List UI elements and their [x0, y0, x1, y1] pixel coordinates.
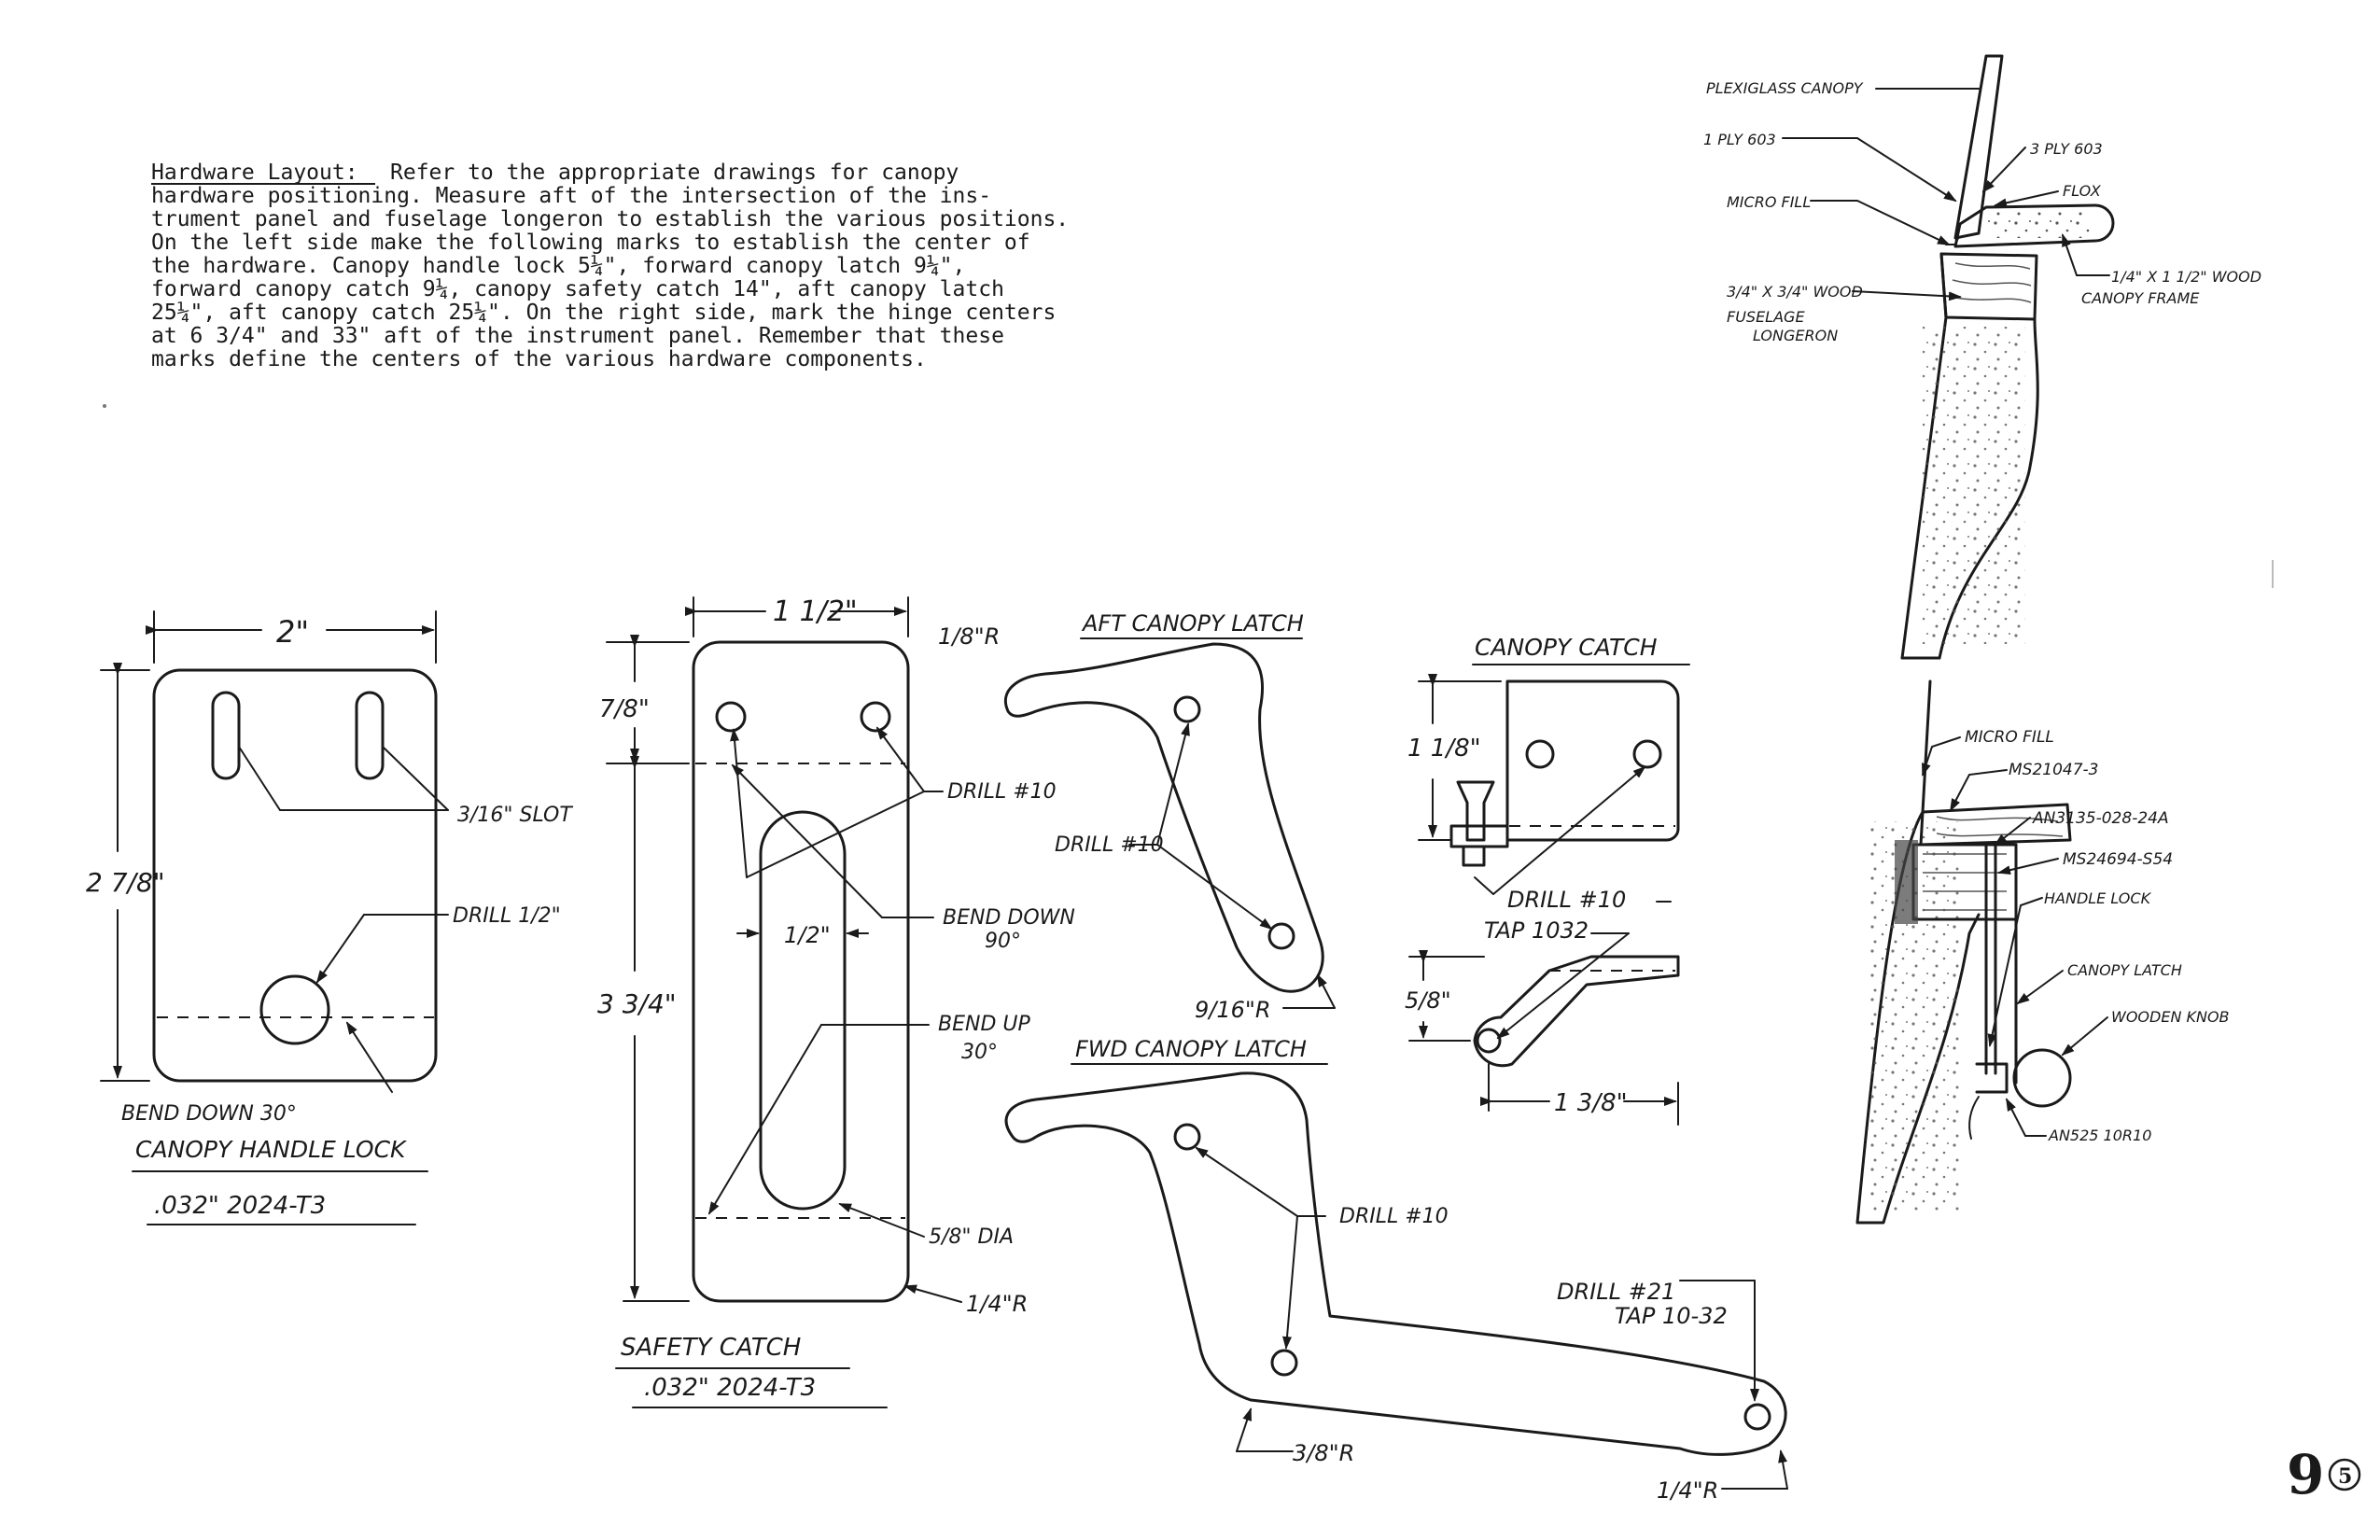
lock-height-dim: 2 7/8": [86, 867, 165, 898]
intro-line: Refer to the appropriate drawings for ca…: [390, 161, 959, 185]
fwd-latch-r1: 3/8"R: [1293, 1440, 1354, 1466]
safety-bend-up: BEND UP: [938, 1013, 1030, 1036]
lock-title: CANOPY HANDLE LOCK: [135, 1136, 408, 1163]
catch-drill: DRILL #10: [1507, 887, 1626, 913]
lock-section-an2: AN525 10R10: [2048, 1127, 2151, 1144]
hardware-layout-text: Hardware Layout: Refer to the appropriat…: [151, 161, 1069, 371]
intro-line: at 6 3/4" and 33" aft of the instrument …: [151, 324, 1004, 348]
intro-line: On the left side make the following mark…: [151, 231, 1030, 255]
section-longeron2: FUSELAGE: [1727, 308, 1805, 326]
lock-section-an1: AN3135-028-24A: [2032, 809, 2169, 828]
aft-canopy-latch-drawing: AFT CANOPY LATCH DRILL #10 9/16"R: [1004, 610, 1336, 1023]
aft-latch-title: AFT CANOPY LATCH: [1081, 610, 1304, 637]
safety-bend-up-angle: 30°: [961, 1041, 998, 1064]
fwd-latch-title: FWD CANOPY LATCH: [1075, 1036, 1307, 1062]
section-longeron: 3/4" X 3/4" WOOD: [1727, 283, 1863, 301]
safety-bend-down: BEND DOWN: [943, 906, 1075, 930]
canopy-handle-lock-drawing: 2" 2 7/8" 3/16" SLOT DRILL 1/2" BEND DOW…: [86, 610, 573, 1225]
section-flox: FLOX: [2063, 182, 2102, 200]
intro-line: hardware positioning. Measure aft of the…: [151, 184, 991, 208]
canopy-catch-drawing: CANOPY CATCH 1 1/8" DRILL #10 TAP 1032 5…: [1405, 634, 1690, 1126]
safety-drill-label: DRILL #10: [947, 780, 1057, 804]
fwd-canopy-latch-drawing: FWD CANOPY LATCH DRILL #10 DRILL #21 TAP…: [1004, 1036, 1788, 1504]
safety-bottom-r: 1/4"R: [966, 1291, 1028, 1317]
catch-tap: TAP 1032: [1484, 917, 1589, 944]
lock-bend-label: BEND DOWN 30°: [121, 1102, 297, 1126]
fwd-latch-tap: TAP 10-32: [1615, 1303, 1728, 1329]
section-frame: 1/4" X 1 1/2" WOOD: [2111, 268, 2261, 286]
intro-line: trument panel and fuselage longeron to e…: [151, 207, 1069, 231]
safety-material: .032" 2024-T3: [644, 1374, 816, 1402]
intro-line: forward canopy catch 9¼, canopy safety c…: [151, 277, 1004, 301]
safety-width-dim: 1 1/2": [773, 595, 858, 628]
intro-line: marks define the centers of the various …: [151, 347, 927, 371]
catch-len-dim: 1 3/8": [1554, 1089, 1628, 1117]
section-longeron3: LONGERON: [1753, 327, 1838, 344]
lock-width-dim: 2": [276, 614, 309, 650]
intro-heading: Hardware Layout:: [151, 161, 358, 185]
canopy-frame-section: PLEXIGLASS CANOPY 1 PLY 603 3 PLY 603 FL…: [1703, 54, 2261, 660]
intro-line: the hardware. Canopy handle lock 5¼", fo…: [151, 254, 965, 278]
section-ply3: 3 PLY 603: [2030, 140, 2103, 158]
fwd-latch-r2: 1/4"R: [1657, 1477, 1718, 1504]
aft-latch-drill: DRILL #10: [1055, 833, 1164, 857]
section-plexi: PLEXIGLASS CANOPY: [1706, 79, 1864, 97]
lock-section-micro: MICRO FILL: [1965, 728, 2054, 747]
fwd-latch-drill: DRILL #10: [1339, 1205, 1449, 1228]
catch-side-dim: 5/8": [1405, 987, 1451, 1014]
safety-dia-label: 5/8" DIA: [929, 1225, 1014, 1249]
safety-top-dim: 7/8": [599, 695, 650, 723]
safety-bend-down-angle: 90°: [985, 930, 1021, 953]
safety-title: SAFETY CATCH: [621, 1334, 801, 1362]
safety-slot-width: 1/2": [784, 922, 831, 948]
lock-section-handle: HANDLE LOCK: [2044, 889, 2152, 907]
catch-title: CANOPY CATCH: [1475, 634, 1658, 661]
intro-line: 25¼", aft canopy catch 25¼". On the righ…: [151, 301, 1056, 325]
page-sub-circle: [2328, 1458, 2361, 1491]
safety-corner-r: 1/8"R: [938, 623, 1000, 650]
section-frame2: CANOPY FRAME: [2081, 289, 2200, 307]
catch-height-dim: 1 1/8": [1407, 735, 1481, 763]
lock-section-ms2: MS24694-S54: [2063, 850, 2173, 869]
lock-slot-label: 3/16" SLOT: [457, 804, 573, 827]
page-sub-number: 5: [2338, 1464, 2352, 1489]
handle-lock-section: MICRO FILL MS21047-3 AN3135-028-24A MS24…: [1855, 679, 2230, 1225]
lock-section-knob: WOODEN KNOB: [2111, 1008, 2230, 1026]
section-micro: MICRO FILL: [1727, 193, 1811, 211]
aft-latch-radius: 9/16"R: [1195, 997, 1271, 1023]
section-ply1: 1 PLY 603: [1703, 131, 1776, 148]
stray-mark: [103, 404, 106, 408]
fwd-latch-drill21: DRILL #21: [1557, 1279, 1675, 1305]
lock-section-latch: CANOPY LATCH: [2067, 961, 2182, 979]
safety-catch-drawing: 1 1/2" 1/8"R 7/8" 3 3/4" 1/2" DRILL #10 …: [597, 595, 1075, 1408]
lock-drill-label: DRILL 1/2": [453, 904, 561, 928]
lock-section-ms1: MS21047-3: [2009, 761, 2099, 779]
lock-material: .032" 2024-T3: [154, 1192, 326, 1220]
page-number: 9: [2287, 1443, 2324, 1506]
safety-height-dim: 3 3/4": [597, 988, 677, 1019]
